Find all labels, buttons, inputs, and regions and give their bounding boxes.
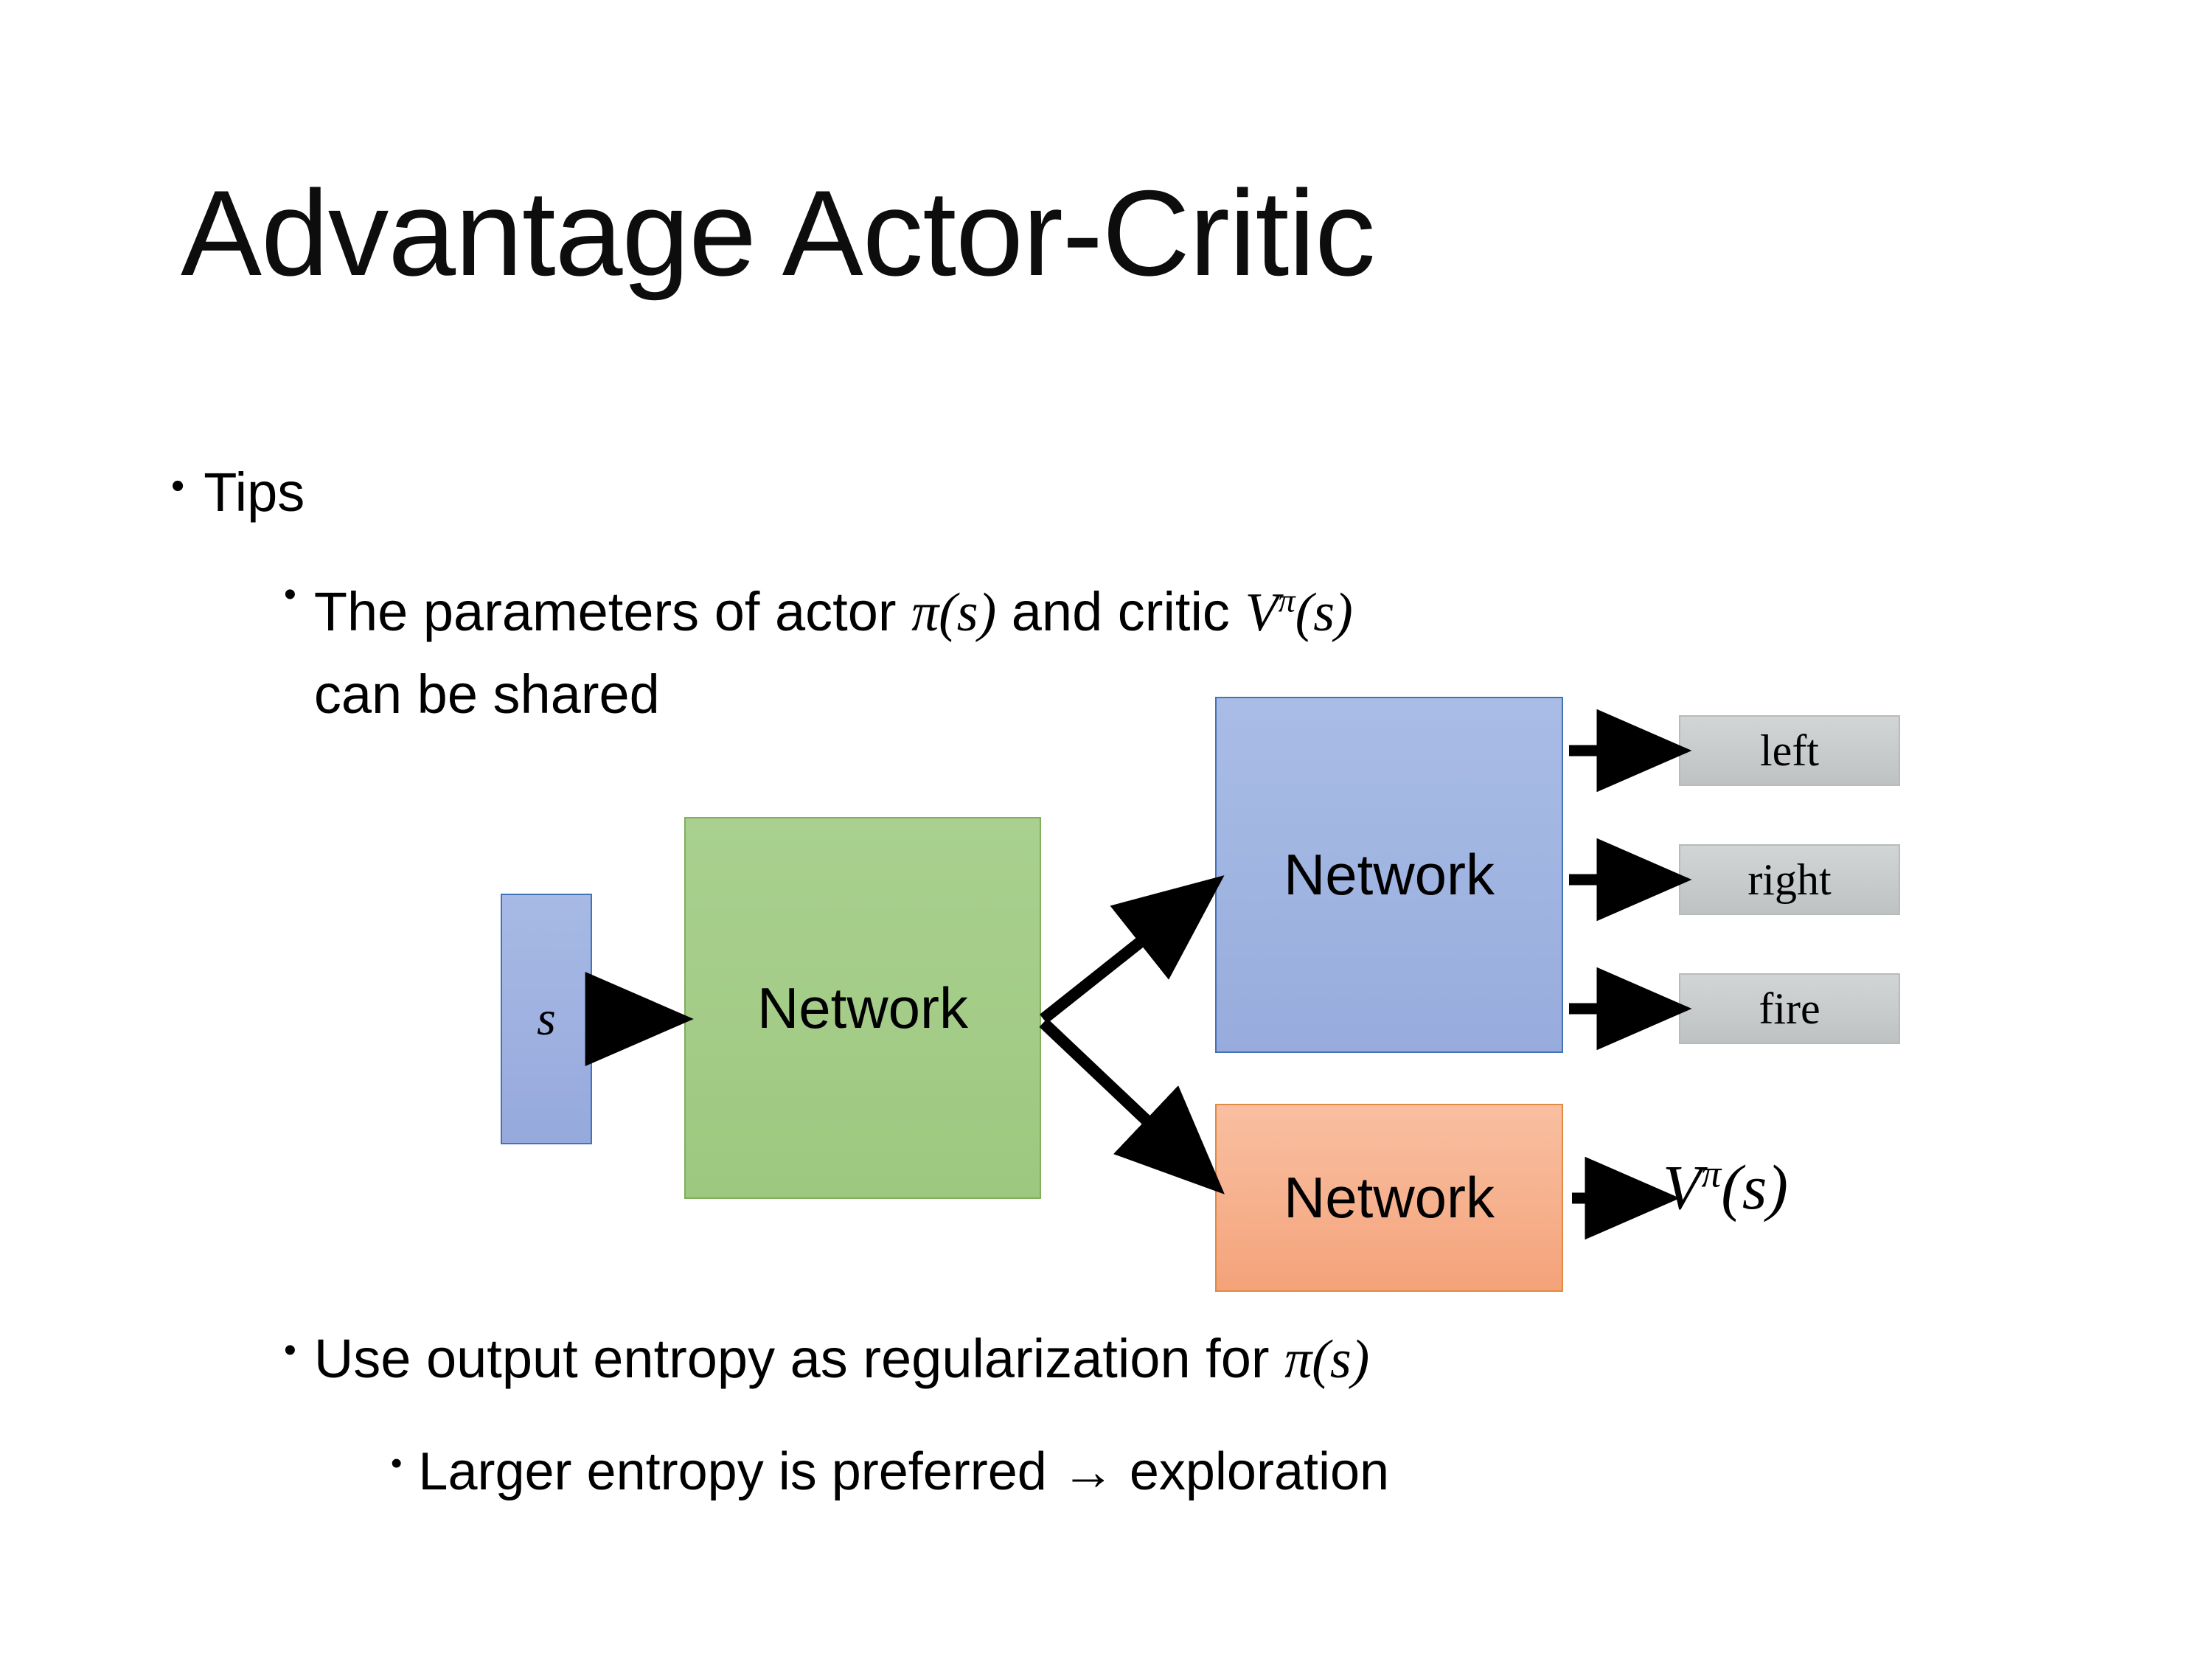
value-base-letter: V xyxy=(1663,1152,1702,1222)
action-label-right: right xyxy=(1747,855,1832,904)
actor-policy-symbol: π(s) xyxy=(911,582,997,643)
action-box-left: left xyxy=(1679,715,1900,786)
entropy-policy-symbol: π(s) xyxy=(1284,1329,1370,1390)
bullet-marker-icon: • xyxy=(391,1445,403,1481)
bullet-shared-parameters-text: The parameters of actor π(s) and critic … xyxy=(314,571,1353,734)
arrow-shared-to-critic xyxy=(1039,1018,1225,1194)
bullet-shared-parameters: • The parameters of actor π(s) and criti… xyxy=(284,571,2017,734)
actor-network-label: Network xyxy=(1283,842,1495,907)
input-state-box: s xyxy=(501,894,592,1144)
bullet-exploration: • Larger entropy is preferred → explorat… xyxy=(391,1441,1389,1502)
shared-network-box: Network xyxy=(684,817,1041,1199)
actor-network-box: Network xyxy=(1215,697,1563,1053)
value-function-output-label: Vπ(s) xyxy=(1663,1150,1788,1224)
action-box-right: right xyxy=(1679,844,1900,915)
action-label-fire: fire xyxy=(1759,984,1820,1033)
shared-network-label: Network xyxy=(757,975,969,1040)
action-label-left: left xyxy=(1760,726,1819,775)
bullet-tips: • Tips xyxy=(171,461,305,524)
shared-continuation-text: can be shared xyxy=(313,663,660,725)
critic-argument: (s) xyxy=(1295,582,1353,643)
input-state-label: s xyxy=(537,992,556,1046)
arrow-shared-to-actor xyxy=(1040,875,1225,1024)
bullet-exploration-label: Larger entropy is preferred → exploratio… xyxy=(418,1442,1390,1501)
bullet-marker-icon: • xyxy=(284,575,296,614)
bullet-tips-label: Tips xyxy=(204,462,305,523)
action-box-fire: fire xyxy=(1679,973,1900,1044)
critic-network-box: Network xyxy=(1215,1104,1563,1292)
critic-base-letter: V xyxy=(1245,582,1279,643)
critic-value-symbol: Vπ(s) xyxy=(1245,582,1352,643)
value-argument: (s) xyxy=(1721,1152,1789,1222)
value-superscript-pi: π xyxy=(1701,1151,1722,1196)
critic-network-label: Network xyxy=(1283,1165,1495,1230)
entropy-prefix-text: Use output entropy as regularization for xyxy=(313,1328,1285,1389)
bullet-entropy-regularization-text: Use output entropy as regularization for… xyxy=(314,1327,1369,1391)
bullet-entropy-regularization: • Use output entropy as regularization f… xyxy=(284,1327,1369,1391)
page-title: Advantage Actor-Critic xyxy=(181,165,1376,301)
shared-middle-text: and critic xyxy=(996,581,1245,642)
bullet-marker-icon: • xyxy=(171,465,185,507)
shared-prefix-text: The parameters of actor xyxy=(313,581,912,642)
bullet-marker-icon: • xyxy=(284,1331,296,1370)
critic-superscript-pi: π xyxy=(1278,581,1295,619)
